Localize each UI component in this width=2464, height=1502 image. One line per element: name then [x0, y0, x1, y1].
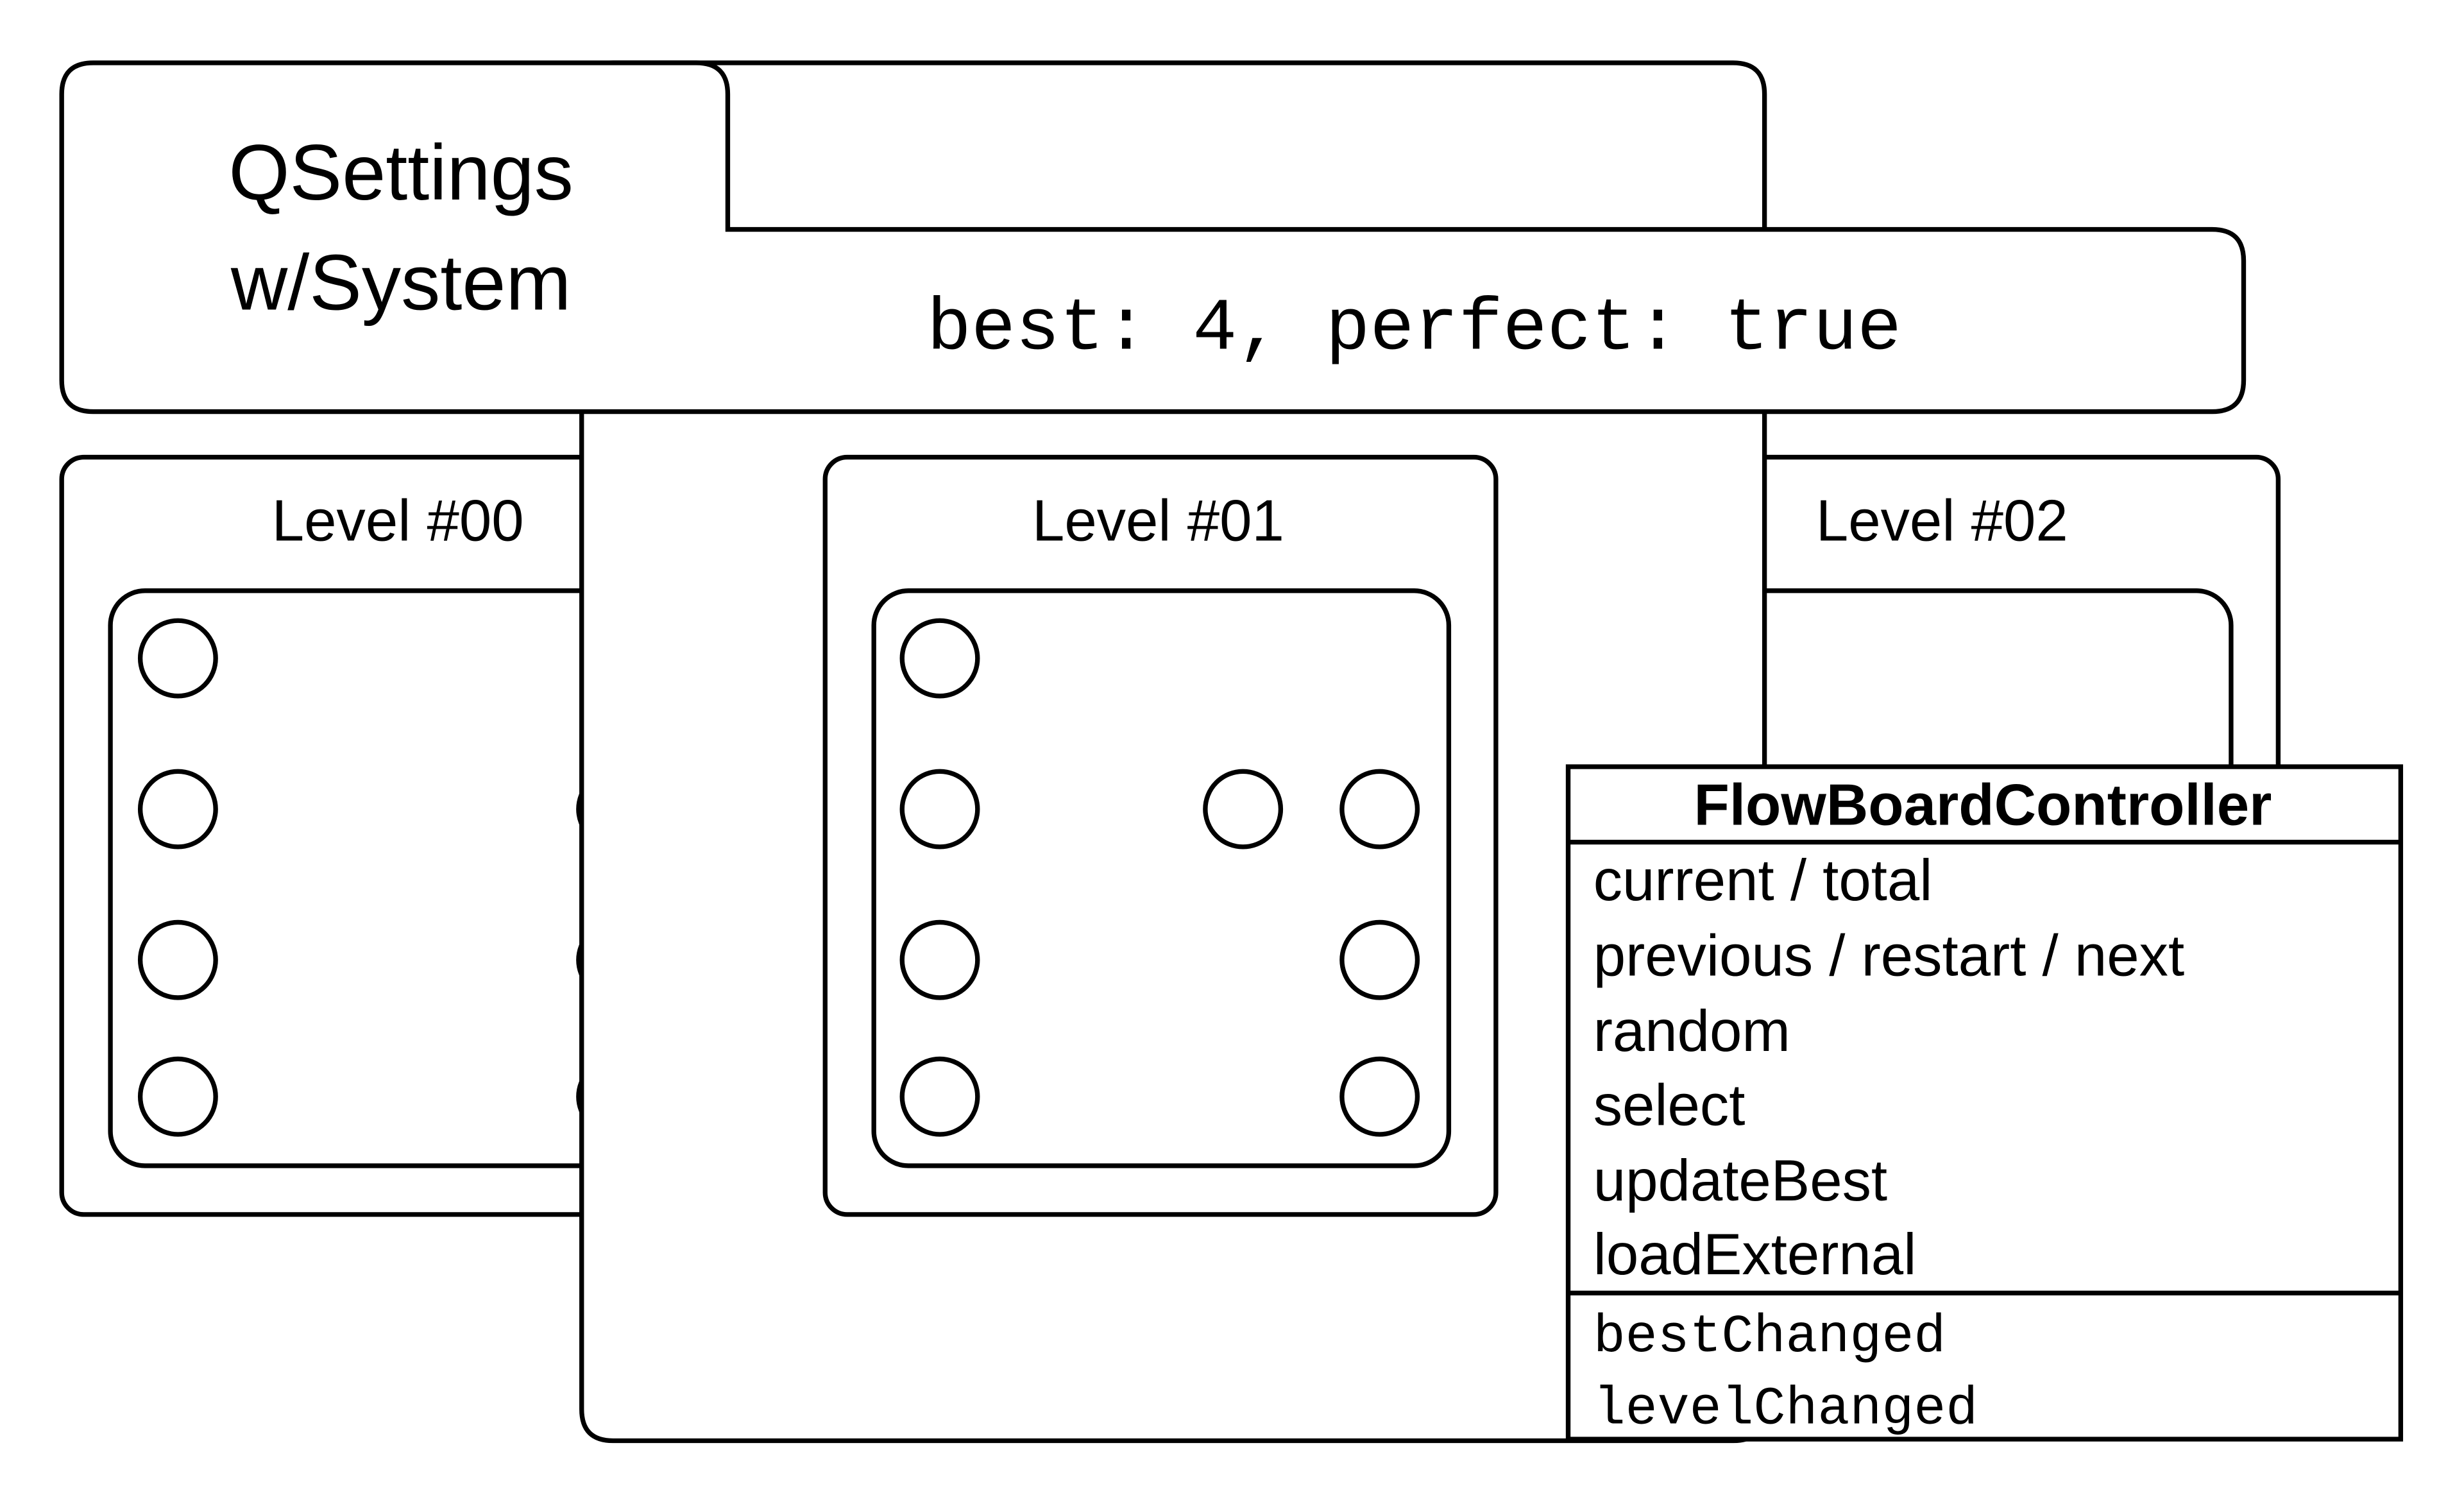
level-01-dot [1339, 919, 1420, 1000]
controller-member: loadExternal [1593, 1222, 1917, 1287]
controller-member: random [1593, 999, 1790, 1064]
level-01-dot [899, 618, 980, 699]
level-01-dots [899, 618, 1420, 1137]
controller-member: updateBest [1593, 1148, 1887, 1213]
level-01-dot [1203, 769, 1284, 849]
level-02-label: Level #02 [1816, 488, 2068, 553]
controller-signal: levelChanged [1593, 1379, 1978, 1440]
controller-title: FlowBoardController [1694, 773, 2272, 838]
level-01-dot [1339, 769, 1420, 849]
level-01-label: Level #01 [1032, 488, 1284, 553]
controller-class-box [1565, 764, 2404, 1442]
level-00-label: Level #00 [272, 488, 524, 553]
controller-frame [1565, 764, 2404, 1442]
level-00-dot [137, 1056, 218, 1137]
settings-header [59, 60, 2247, 414]
settings-title-line1: QSettings [228, 128, 574, 216]
level-01-dot [899, 769, 980, 849]
level-01-card [822, 454, 1499, 1217]
level-01-dot [899, 919, 980, 1000]
level-01-dot [1339, 1056, 1420, 1137]
controller-member: current / total [1593, 848, 1933, 913]
level-00-dot [137, 919, 218, 1000]
level-00-dot [137, 618, 218, 699]
controller-member: previous / restart / next [1593, 924, 2184, 989]
controller-member: select [1593, 1073, 1746, 1138]
settings-stored-value: best: 4, perfect: true [927, 287, 1901, 371]
level-00-dot [137, 769, 218, 849]
controller-signal: bestChanged [1593, 1307, 1946, 1367]
level-01-dot [899, 1056, 980, 1137]
settings-title-line2: w/System [230, 238, 572, 326]
level-01-board [871, 588, 1452, 1168]
level-00-card [59, 454, 724, 1217]
